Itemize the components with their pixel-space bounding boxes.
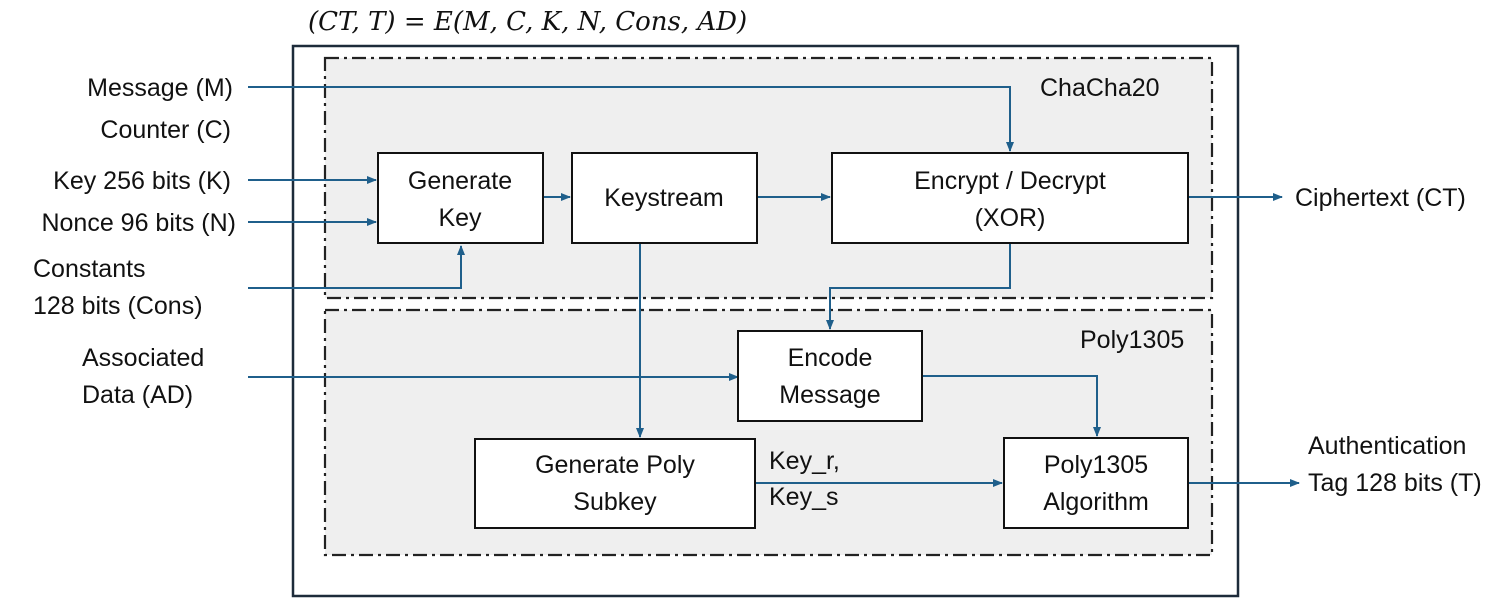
counter-input-label: Counter (C) bbox=[100, 116, 231, 144]
key-input-label: Key 256 bits (K) bbox=[53, 167, 231, 195]
associated-data-label-2: Data (AD) bbox=[82, 381, 193, 409]
chacha20-label: ChaCha20 bbox=[1040, 74, 1160, 102]
poly1305-algorithm-label-1: Poly1305 bbox=[1044, 451, 1148, 479]
generate-key-label-1: Generate bbox=[408, 167, 512, 195]
ciphertext-output-label: Ciphertext (CT) bbox=[1295, 184, 1466, 212]
poly1305-algorithm-label-2: Algorithm bbox=[1043, 488, 1149, 516]
generate-poly-subkey-label-2: Subkey bbox=[573, 488, 657, 516]
tag-output-label-1: Authentication bbox=[1308, 432, 1466, 460]
poly1305-algorithm-block bbox=[1003, 437, 1189, 529]
encrypt-decrypt-label-1: Encrypt / Decrypt bbox=[914, 167, 1106, 195]
encrypt-to-encode-arrow bbox=[826, 243, 1011, 330]
keystream-block bbox=[571, 152, 758, 244]
encryption-formula: (CT, T) = E(M, C, K, N, Cons, AD) bbox=[308, 7, 747, 37]
key-r-label: Key_r, bbox=[769, 447, 840, 475]
encode-message-block bbox=[737, 330, 923, 422]
nonce-input-label: Nonce 96 bits (N) bbox=[41, 209, 236, 237]
constants-input-label-2: 128 bits (Cons) bbox=[33, 292, 203, 320]
keystream-label: Keystream bbox=[604, 184, 723, 212]
message-input-label: Message (M) bbox=[87, 74, 233, 102]
generate-key-block bbox=[377, 152, 544, 244]
message-arrow bbox=[248, 86, 1014, 152]
encrypt-decrypt-block bbox=[831, 152, 1189, 244]
encrypt-decrypt-label-2: (XOR) bbox=[975, 204, 1046, 232]
constants-arrow bbox=[248, 245, 465, 289]
encode-to-poly-arrow bbox=[922, 375, 1101, 437]
key-s-label: Key_s bbox=[769, 483, 838, 511]
generate-poly-subkey-block bbox=[474, 438, 756, 529]
generate-poly-subkey-label-1: Generate Poly bbox=[535, 451, 695, 479]
encode-message-label-1: Encode bbox=[788, 344, 873, 372]
associated-data-label-1: Associated bbox=[82, 344, 204, 372]
encode-message-label-2: Message bbox=[779, 381, 880, 409]
generate-key-label-2: Key bbox=[438, 204, 482, 232]
tag-output-label-2: Tag 128 bits (T) bbox=[1308, 469, 1482, 497]
constants-input-label-1: Constants bbox=[33, 255, 146, 283]
poly1305-label: Poly1305 bbox=[1080, 326, 1184, 354]
